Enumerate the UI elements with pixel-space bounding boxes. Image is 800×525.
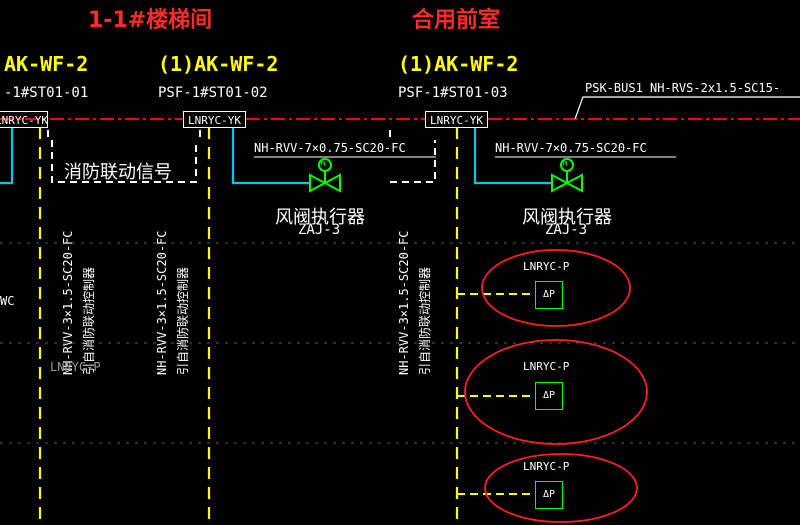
yellow-sensor-taps xyxy=(457,293,535,495)
panel-3-ak-label: (1)AK-WF-2 xyxy=(398,52,519,76)
partial-left-label: WC xyxy=(0,294,15,308)
damper-valve-1 xyxy=(309,158,341,193)
highlight-rings xyxy=(464,249,648,523)
panel-2-controller-box: LNRYC-YK xyxy=(183,111,246,128)
panel-1-ak-label: AK-WF-2 xyxy=(4,52,89,76)
cyan-cables xyxy=(0,127,552,185)
bus-cable-label: PSK-BUS1 NH-RVS-2x1.5-SC15- xyxy=(585,81,781,95)
vertical-note-3: 引自消防联动控制器 xyxy=(418,266,432,375)
faded-sensor-label: LNRYC-P xyxy=(50,360,101,374)
panel-3-psf-label: PSF-1#ST01-03 xyxy=(398,85,508,101)
panel-1-controller-box: LNRYC-YK xyxy=(0,111,48,128)
valve-1-code: ZAJ-3 xyxy=(298,222,341,238)
linkage-signal-label: 消防联动信号 xyxy=(64,162,172,183)
valve-2-code: ZAJ-3 xyxy=(545,222,588,238)
valve-1-name: 风阀执行器 xyxy=(275,207,365,228)
white-dashed-brackets xyxy=(47,130,436,183)
sensor-2-dp-symbol: ΔP xyxy=(535,382,563,410)
sensor-3-dp-symbol: ΔP xyxy=(535,481,563,509)
zone-title-anteroom: 合用前室 xyxy=(412,8,501,33)
panel-1-psf-label: -1#ST01-01 xyxy=(4,85,89,101)
panel-2-psf-label: PSF-1#ST01-02 xyxy=(158,85,268,101)
sensor-1-dp-symbol: ΔP xyxy=(535,281,563,309)
sensor-1-label: LNRYC-P xyxy=(523,260,570,273)
damper-valve-2 xyxy=(551,158,583,193)
vertical-note-2: 引自消防联动控制器 xyxy=(176,266,190,375)
cable-label-2: NH-RVV-7×0.75-SC20-FC xyxy=(495,141,647,155)
panel-3-controller-box: LNRYC-YK xyxy=(425,111,488,128)
panel-2-ak-label: (1)AK-WF-2 xyxy=(158,52,279,76)
bus-label-leader xyxy=(574,96,800,120)
valve-2-motor-symbol: M xyxy=(563,160,568,168)
vertical-cable-1: NH-RVV-3×1.5-SC20-FC xyxy=(61,230,75,376)
vertical-cable-2: NH-RVV-3×1.5-SC20-FC xyxy=(155,230,169,376)
sensor-2-label: LNRYC-P xyxy=(523,360,570,373)
yellow-vertical-lines xyxy=(38,127,459,525)
sensor-3-label: LNRYC-P xyxy=(523,460,570,473)
valve-1-motor-symbol: M xyxy=(321,160,326,168)
vertical-note-1: 引自消防联动控制器 xyxy=(82,266,96,375)
grid-lines xyxy=(0,242,800,444)
vertical-cable-3: NH-RVV-3×1.5-SC20-FC xyxy=(397,230,411,376)
valve-2-name: 风阀执行器 xyxy=(522,207,612,228)
zone-title-stair: 1-1#楼梯间 xyxy=(88,8,213,33)
cable-label-1: NH-RVV-7×0.75-SC20-FC xyxy=(254,141,406,155)
